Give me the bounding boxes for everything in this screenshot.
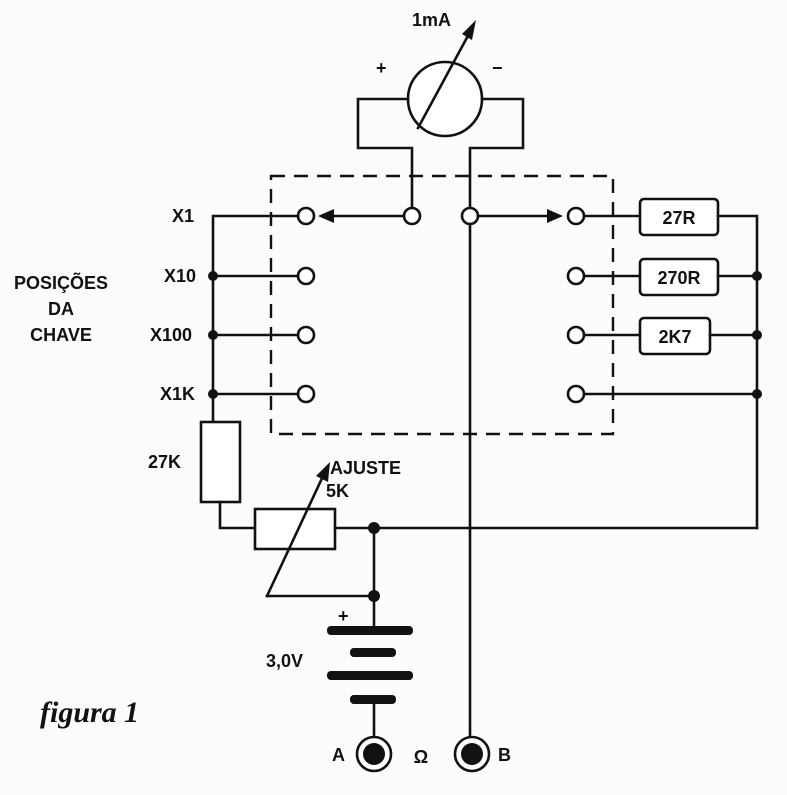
positions-title-line3: CHAVE [30, 325, 92, 345]
label-x100: X100 [150, 325, 192, 345]
contact-x10-right [566, 266, 586, 286]
contact-x100-right [566, 325, 586, 345]
resistor-27r-label: 27R [662, 208, 695, 228]
contact-x1k-right [566, 384, 586, 404]
terminal-b: B [453, 735, 511, 773]
junction-wiper [368, 590, 380, 602]
junction-x1k [208, 389, 218, 399]
terminal-b-label: B [498, 745, 511, 765]
adjust-value: 5K [326, 481, 349, 501]
ohm-symbol: Ω [414, 747, 428, 767]
junction-x1k-right [752, 389, 762, 399]
terminal-a: A [332, 735, 393, 773]
positions-title-line1: POSIÇÕES [14, 272, 108, 293]
junction-270r [752, 271, 762, 281]
battery-plate-2 [350, 648, 396, 657]
terminal-a-label: A [332, 745, 345, 765]
wiper-right-arrow-icon [547, 209, 563, 223]
range-switch-enclosure [269, 174, 615, 436]
right-bus [716, 214, 759, 530]
meter-arrowhead-icon [462, 20, 476, 40]
label-x10: X10 [164, 266, 196, 286]
contact-x10-left [296, 266, 316, 286]
junction-x100 [208, 330, 218, 340]
figure-caption: figura 1 [40, 696, 139, 729]
adjust-label: AJUSTE [330, 458, 401, 478]
battery-plate-3 [327, 671, 413, 680]
label-x1k: X1K [160, 384, 195, 404]
battery-plate-1 [327, 626, 413, 635]
junction-pot-out [368, 522, 380, 534]
resistor-270r-label: 270R [657, 268, 700, 288]
battery-plate-4 [350, 695, 396, 704]
meter-minus-lead [468, 97, 525, 218]
resistor-27k [199, 420, 242, 504]
wiper-left-arrow-icon [318, 209, 334, 223]
resistor-27k-label: 27K [148, 452, 181, 472]
resistor-2k7-label: 2K7 [658, 327, 691, 347]
switch-deck-left [296, 206, 422, 404]
meter-needle [416, 30, 472, 130]
label-x1: X1 [172, 206, 194, 226]
switch-deck-right [460, 206, 586, 404]
meter-label: 1mA [412, 10, 451, 30]
junction-2k7 [752, 330, 762, 340]
contact-common-right [460, 206, 480, 226]
contact-common-left [402, 206, 422, 226]
left-bus [211, 214, 300, 424]
positions-title-line2: DA [48, 299, 74, 319]
potentiometer-5k [253, 507, 337, 551]
junction-x10 [208, 271, 218, 281]
battery-plus-sign: + [338, 606, 349, 626]
contact-x100-left [296, 325, 316, 345]
terminal-a-core [363, 743, 385, 765]
meter-plus-sign: + [376, 58, 387, 78]
contact-x1k-left [296, 384, 316, 404]
meter-plus-lead [356, 97, 414, 218]
battery-voltage-label: 3,0V [266, 651, 303, 671]
contact-x1-right [566, 206, 586, 226]
wire-27k-to-pot [218, 500, 257, 530]
terminal-b-core [461, 743, 483, 765]
battery: + 3,0V [266, 606, 413, 704]
meter-minus-sign: − [492, 58, 503, 78]
potentiometer-adjust-arrow [265, 472, 326, 598]
potentiometer-arrowhead-icon [316, 462, 330, 482]
contact-x1-left [296, 206, 316, 226]
milliammeter: 1mA + − [376, 10, 503, 138]
